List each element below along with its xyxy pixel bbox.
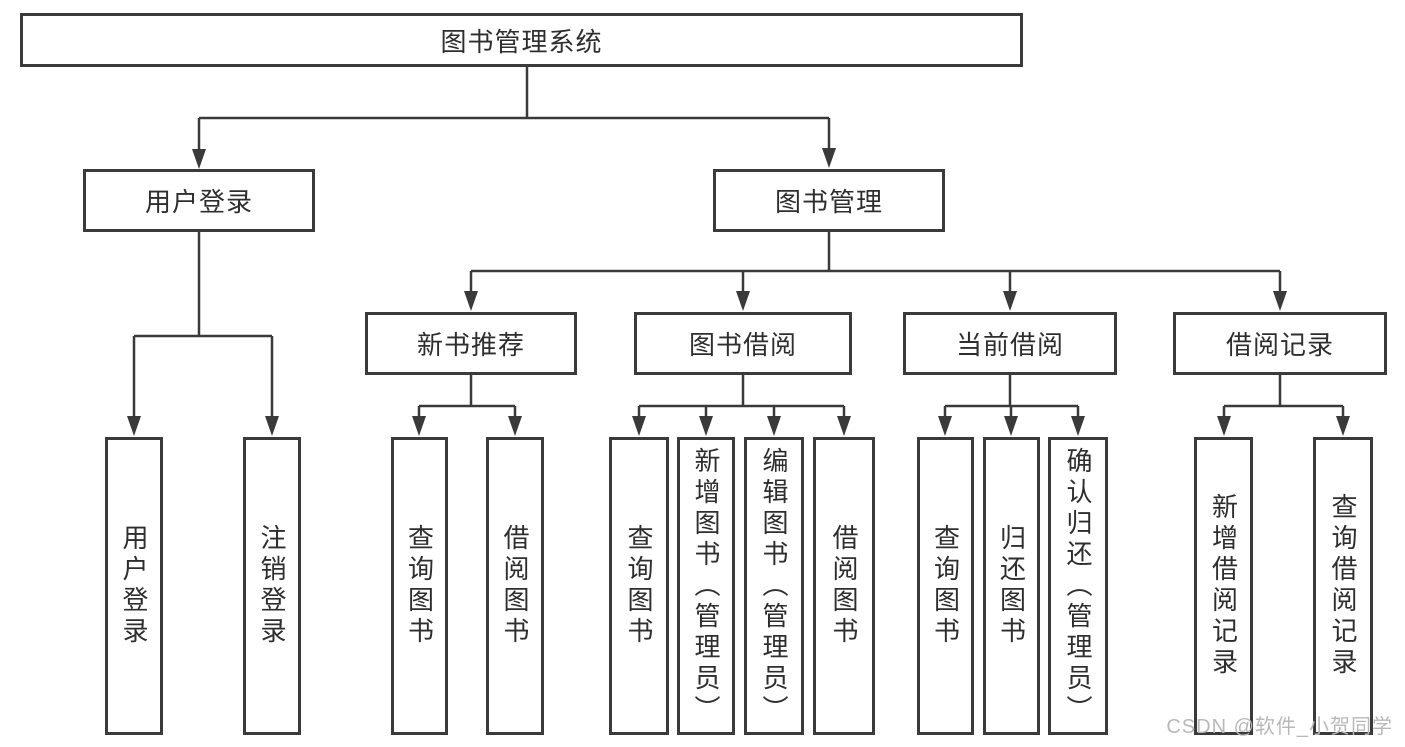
leaf-user-login: 用户登录 — [105, 437, 163, 735]
leaf-cb-return-books: 归还图书 — [983, 437, 1040, 735]
leaf-bb-add-books-admin: 新增图书（管理员） — [677, 437, 735, 735]
leaf-rec-query-borrow-record: 查询借阅记录 — [1313, 437, 1373, 735]
leaf-rec-add-borrow-record: 新增借阅记录 — [1194, 437, 1253, 735]
leaf-nbr-query-books: 查询图书 — [391, 437, 448, 735]
node-book-borrowing: 图书借阅 — [634, 312, 852, 375]
leaf-cb-query-books: 查询图书 — [917, 437, 974, 735]
leaf-bb-query-books: 查询图书 — [609, 437, 669, 735]
node-book-management: 图书管理 — [713, 169, 945, 232]
node-new-book-recommendation: 新书推荐 — [365, 312, 577, 375]
leaf-nbr-borrow-books: 借阅图书 — [486, 437, 544, 735]
leaf-logout-login: 注销登录 — [243, 437, 301, 735]
leaf-bb-borrow-books: 借阅图书 — [813, 437, 875, 735]
csdn-watermark: CSDN @软件_小贺同学 — [1166, 716, 1393, 738]
leaf-bb-edit-books-admin: 编辑图书（管理员） — [744, 437, 804, 735]
node-current-borrowing: 当前借阅 — [903, 312, 1117, 375]
node-borrowing-records: 借阅记录 — [1173, 312, 1387, 375]
node-library-management-system: 图书管理系统 — [20, 13, 1023, 67]
node-user-login: 用户登录 — [83, 169, 315, 232]
leaf-cb-confirm-return-admin: 确认归还（管理员） — [1048, 437, 1108, 735]
